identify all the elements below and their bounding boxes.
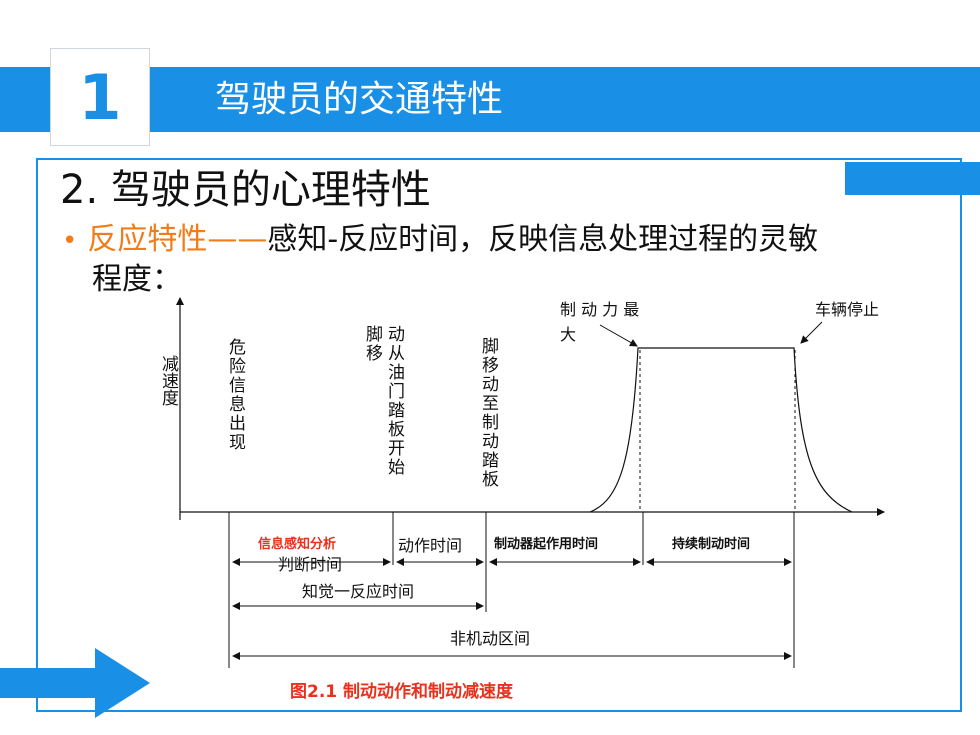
arrow-right-icon [0, 648, 150, 718]
interval-perception-reaction-label: 知觉一反应时间 [302, 582, 414, 601]
deceleration-curve [589, 347, 853, 513]
vehicle-stop-label: 车辆停止 [815, 300, 879, 319]
interval-sustained-label: 持续制动时间 [672, 536, 750, 552]
interval-perception-label: 信息感知分析 [258, 536, 336, 552]
y-axis-label: 减速度 [162, 355, 179, 409]
max-brake-line1: 制 动 力 最 [560, 300, 639, 319]
bullet-point: • 反应特性——感知-反应时间，反映信息处理过程的灵敏 [62, 222, 818, 259]
bullet-text-continued: 程度： [92, 262, 182, 297]
event-foot-brake-label: 脚移动至制动踏板 [482, 337, 499, 490]
max-brake-label: 制 动 力 最 [560, 300, 639, 319]
section-number-badge: 1 [50, 48, 150, 146]
vehicle-stop-pointer [800, 321, 823, 344]
bullet-text: 感知-反应时间，反映信息处理过程的灵敏 [267, 222, 819, 257]
event-foot-move-label-a: 脚移动从油门踏板开始 [366, 325, 405, 478]
interval-brake-onset-label: 制动器起作用时间 [494, 536, 598, 552]
title-bar [0, 67, 980, 132]
content-frame [36, 158, 962, 712]
interval-non-braking-label: 非机动区间 [450, 629, 530, 648]
max-brake-pointer [599, 324, 638, 347]
interval-action-label: 动作时间 [398, 536, 462, 555]
interval-judgement-label: 判断时间 [278, 555, 342, 574]
bullet-highlight: 反应特性—— [87, 222, 268, 257]
slide-title: 驾驶员的交通特性 [215, 79, 504, 120]
max-brake-line2: 大 [560, 325, 576, 344]
section-number: 1 [78, 60, 122, 134]
figure-caption: 图2.1 制动动作和制动减速度 [290, 681, 514, 702]
max-brake-label2: 大 [560, 325, 576, 344]
decorative-tab [845, 162, 980, 195]
section-heading: 2. 驾驶员的心理特性 [60, 167, 431, 213]
bullet-dot-icon: • [62, 226, 78, 256]
event-danger-label: 危险信息出现 [229, 338, 246, 453]
